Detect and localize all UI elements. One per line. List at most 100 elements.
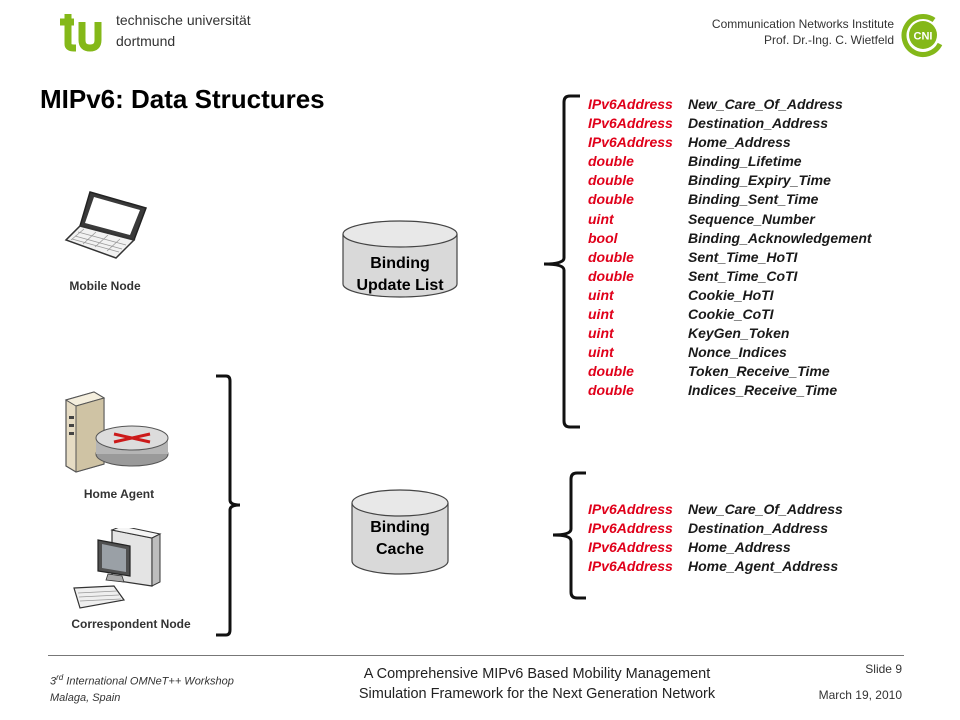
- cni-logo: CNI: [901, 14, 943, 57]
- field-row: IPv6Address Destination_Address: [588, 519, 843, 538]
- field-name: Sent_Time_HoTI: [688, 248, 798, 265]
- field-row: IPv6Address Home_Address: [588, 133, 872, 152]
- field-type: double: [588, 248, 634, 265]
- field-name: Cookie_CoTI: [688, 306, 774, 323]
- field-name: KeyGen_Token: [688, 325, 790, 342]
- field-row: uint KeyGen_Token: [588, 324, 872, 343]
- binding-update-list-label: Binding Update List: [340, 253, 460, 297]
- mobile-node-label: Mobile Node: [69, 279, 141, 293]
- field-type: IPv6Address: [588, 96, 673, 112]
- field-type: IPv6Address: [588, 134, 673, 151]
- field-type: double: [588, 267, 634, 284]
- field-row: IPv6Address Destination_Address: [588, 114, 872, 133]
- binding-cache-line1: Binding: [370, 519, 430, 536]
- paper-title-line1: A Comprehensive MIPv6 Based Mobility Man…: [363, 666, 711, 682]
- binding-update-list-line1: Binding: [370, 255, 430, 272]
- cache-brace: [552, 471, 586, 600]
- field-name: Cookie_HoTI: [688, 286, 774, 303]
- field-name: Nonce_Indices: [688, 344, 787, 361]
- field-type: uint: [588, 210, 614, 227]
- field-name: Home_Agent_Address: [688, 558, 839, 575]
- field-row: double Sent_Time_HoTI: [588, 248, 872, 267]
- field-row: uint Cookie_CoTI: [588, 305, 872, 324]
- field-type: bool: [588, 229, 618, 246]
- field-type: IPv6Address: [588, 520, 673, 537]
- field-row: IPv6Address Home_Address: [588, 538, 843, 557]
- node-group-bracket: [216, 374, 241, 637]
- tu-logo: tu: [60, 14, 102, 52]
- field-name: Sequence_Number: [688, 210, 815, 227]
- workshop-info: 3rd International OMNeT++ Workshop Malag…: [50, 670, 234, 706]
- cni-logo-text: CNI: [914, 31, 933, 43]
- field-row: uint Nonce_Indices: [588, 343, 872, 362]
- update-list-brace: [543, 94, 580, 429]
- paper-title: A Comprehensive MIPv6 Based Mobility Man…: [330, 664, 744, 704]
- field-type: uint: [588, 306, 614, 323]
- field-row: double Token_Receive_Time: [588, 362, 872, 381]
- field-name: Binding_Lifetime: [688, 153, 802, 170]
- university-line1: technische universität: [116, 12, 251, 28]
- laptop-icon: [64, 191, 147, 259]
- university-line2: dortmund: [116, 33, 176, 49]
- institute-name: Communication Networks Institute: [711, 17, 894, 31]
- university-name: technische universität dortmund: [116, 10, 251, 52]
- binding-update-list-cylinder: [342, 220, 458, 298]
- presentation-date: March 19, 2010: [818, 688, 902, 702]
- professor-name: Prof. Dr.-Ing. C. Wietfeld: [763, 33, 894, 47]
- field-name: Binding_Sent_Time: [688, 191, 819, 208]
- router-icon: [95, 425, 169, 467]
- paper-title-line2: Simulation Framework for the Next Genera…: [358, 686, 716, 702]
- field-row: uint Cookie_HoTI: [588, 286, 872, 305]
- field-type: uint: [588, 325, 614, 342]
- field-row: double Indices_Receive_Time: [588, 381, 872, 400]
- field-name: Destination_Address: [688, 115, 829, 132]
- field-name: New_Care_Of_Address: [688, 501, 843, 517]
- field-name: Home_Address: [688, 539, 791, 556]
- field-name: Sent_Time_CoTI: [688, 267, 798, 284]
- slide-number: Slide 9: [865, 662, 902, 676]
- workshop-location: Malaga, Spain: [50, 691, 121, 704]
- field-name: Token_Receive_Time: [688, 363, 830, 380]
- field-type: double: [588, 153, 634, 170]
- field-name: New_Care_Of_Address: [688, 96, 843, 112]
- field-row: double Binding_Sent_Time: [588, 190, 872, 209]
- field-type: IPv6Address: [588, 539, 673, 556]
- field-type: double: [588, 172, 634, 189]
- home-agent-server-icon: [64, 391, 169, 473]
- field-type: double: [588, 382, 634, 399]
- field-type: IPv6Address: [588, 115, 673, 132]
- field-row: uint Sequence_Number: [588, 210, 872, 229]
- field-row: double Binding_Lifetime: [588, 152, 872, 171]
- field-name: Binding_Expiry_Time: [688, 172, 831, 189]
- field-row: IPv6Address New_Care_Of_Address: [588, 500, 843, 519]
- workshop-name: 3rd International OMNeT++ Workshop: [50, 673, 234, 688]
- binding-cache-label: Binding Cache: [350, 517, 450, 561]
- field-name: Binding_Acknowledgement: [688, 229, 872, 246]
- home-agent-label: Home Agent: [83, 487, 155, 501]
- binding-cache-cylinder: [351, 489, 449, 575]
- binding-cache-line2: Cache: [375, 541, 425, 558]
- field-row: double Binding_Expiry_Time: [588, 171, 872, 190]
- field-type: IPv6Address: [588, 558, 673, 575]
- field-row: double Sent_Time_CoTI: [588, 267, 872, 286]
- field-name: Home_Address: [688, 134, 791, 151]
- correspondent-node-label: Correspondent Node: [71, 617, 191, 631]
- slide-title: MIPv6: Data Structures: [40, 84, 325, 114]
- field-name: Destination_Address: [688, 520, 829, 537]
- field-row: IPv6Address New_Care_Of_Address: [588, 95, 872, 114]
- footer-divider: [48, 655, 904, 656]
- institute-info: Communication Networks Institute Prof. D…: [712, 16, 894, 48]
- field-type: uint: [588, 344, 614, 361]
- binding-update-list-line2: Update List: [356, 277, 444, 294]
- field-type: IPv6Address: [588, 501, 673, 517]
- field-type: uint: [588, 286, 614, 303]
- field-row: IPv6Address Home_Agent_Address: [588, 557, 843, 576]
- field-row: bool Binding_Acknowledgement: [588, 229, 872, 248]
- field-type: double: [588, 191, 634, 208]
- desktop-computer-icon: [73, 528, 162, 609]
- field-name: Indices_Receive_Time: [688, 382, 838, 399]
- field-type: double: [588, 363, 634, 380]
